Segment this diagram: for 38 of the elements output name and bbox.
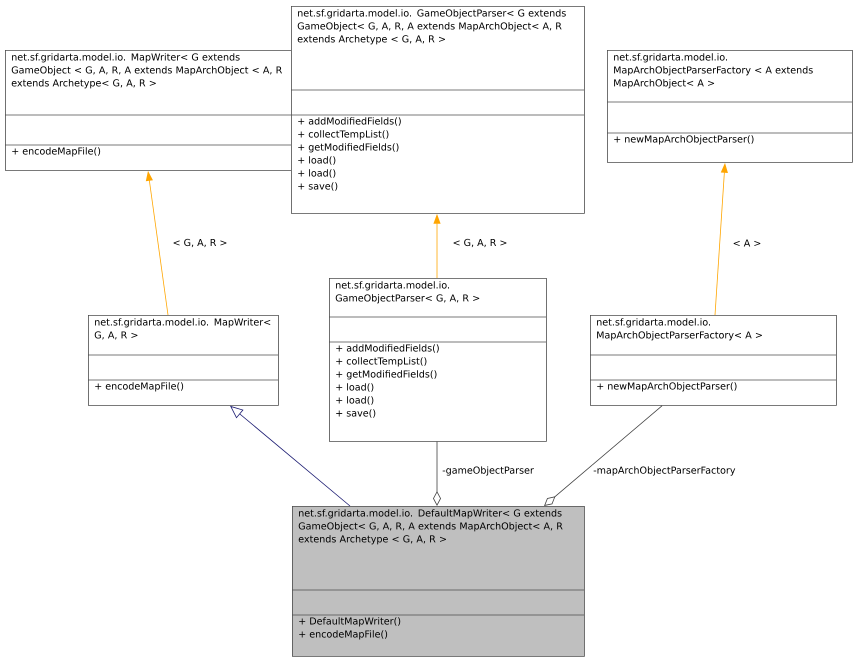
arrow xyxy=(544,405,662,506)
class-name: net.sf.gridarta.model.io. MapWriter< G, A, R > xyxy=(94,318,270,340)
method-name: + addModifiedFields() xyxy=(336,344,439,353)
class-box xyxy=(590,315,837,406)
class-box xyxy=(292,506,585,657)
edge-label: < A > xyxy=(732,238,762,248)
method-name: + encodeMapFile() xyxy=(12,147,100,156)
class-name: net.sf.gridarta.model.io. GameObjectParser< G extends GameObject< G, A, R, A extends MapArchObject< A, R extends Archetype < G, A, R > xyxy=(298,9,566,44)
class-name: net.sf.gridarta.model.io. GameObjectParser< G, A, R > xyxy=(336,281,480,304)
method-name: + getModifiedFields() xyxy=(298,143,398,152)
class-box xyxy=(88,315,279,406)
edge-label: -gameObjectParser xyxy=(441,465,535,477)
method-name: + save() xyxy=(298,182,338,191)
edge-label: -mapArchObjectParserFactory xyxy=(592,465,736,477)
method-name: + encodeMapFile() xyxy=(299,630,388,640)
class-name: net.sf.gridarta.model.io. MapArchObjectParserFactory< A > xyxy=(597,318,762,340)
method-name: + DefaultMapWriter() xyxy=(299,617,400,626)
class-name: net.sf.gridarta.model.io. MapWriter< G extends GameObject < G, A, R, A extends MapArchObject < A, R extends Archetype< G, A, R > xyxy=(12,53,282,88)
method-name: + load() xyxy=(336,396,374,405)
method-name: + addModifiedFields() xyxy=(298,117,401,126)
method-name: + load() xyxy=(336,383,374,392)
edge-label: < G, A, R > xyxy=(452,238,508,248)
method-name: + load() xyxy=(298,156,336,165)
edge-label: < G, A, R > xyxy=(172,238,228,248)
method-name: + collectTempList() xyxy=(336,357,426,366)
method-name: + collectTempList() xyxy=(298,130,388,140)
method-name: + save() xyxy=(336,409,376,418)
method-name: + newMapArchObjectParser() xyxy=(597,382,737,392)
class-box xyxy=(290,6,585,214)
class-box xyxy=(328,278,547,442)
class-name: net.sf.gridarta.model.io. MapArchObjectParserFactory < A extends MapArchObject< A > xyxy=(614,53,813,88)
method-name: + encodeMapFile() xyxy=(95,382,184,392)
method-name: + load() xyxy=(298,169,336,178)
class-box xyxy=(606,50,853,163)
method-name: + newMapArchObjectParser() xyxy=(614,135,754,144)
arrow xyxy=(433,441,441,506)
method-name: + getModifiedFields() xyxy=(336,370,436,380)
class-name: net.sf.gridarta.model.io. DefaultMapWriter< G extends GameObject< G, A, R, A extends MapArchObject< A, R extends Archetype < G, A, R > xyxy=(298,509,563,544)
